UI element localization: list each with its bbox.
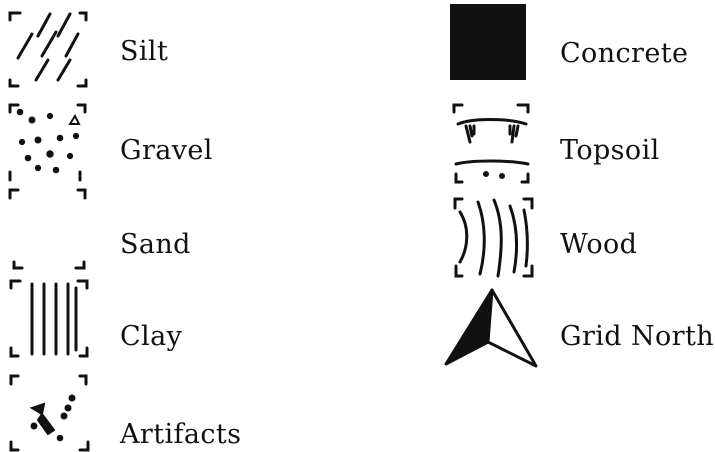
concrete-solid-icon bbox=[450, 4, 528, 82]
legend-label-concrete: Concrete bbox=[560, 38, 689, 69]
legend-label-topsoil: Topsoil bbox=[560, 135, 660, 166]
clay-lines-icon bbox=[8, 278, 90, 360]
topsoil-icon bbox=[452, 102, 532, 184]
legend-label-artifacts: Artifacts bbox=[120, 419, 242, 450]
legend-label-sand: Sand bbox=[120, 229, 191, 260]
wood-grain-icon bbox=[452, 196, 536, 280]
legend-label-clay: Clay bbox=[120, 321, 183, 352]
legend-label-wood: Wood bbox=[560, 229, 638, 260]
legend-label-silt: Silt bbox=[120, 36, 169, 67]
silt-hatch-icon bbox=[8, 10, 88, 88]
legend-label-grid-north: Grid North bbox=[560, 321, 715, 352]
gravel-dots-icon bbox=[8, 102, 88, 200]
sand-blank-icon bbox=[8, 208, 88, 270]
artifacts-icon bbox=[8, 372, 92, 452]
legend-label-gravel: Gravel bbox=[120, 135, 213, 166]
north-arrow-icon bbox=[442, 286, 542, 370]
